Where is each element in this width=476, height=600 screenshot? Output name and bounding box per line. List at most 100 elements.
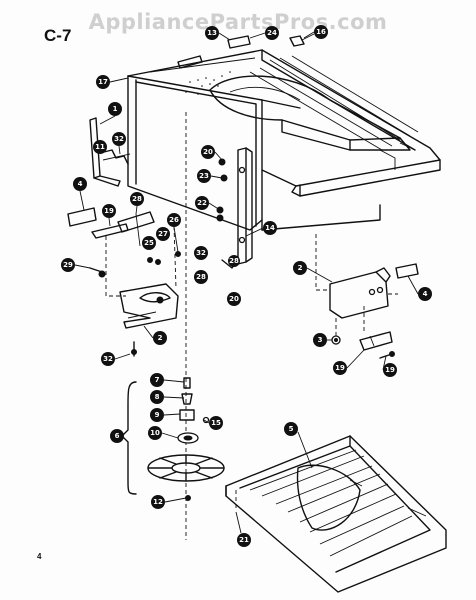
svg-text:6: 6 <box>115 432 120 440</box>
callout-20-upper[interactable]: 20 <box>201 145 215 159</box>
callout-19-left[interactable]: 19 <box>102 204 116 218</box>
callout-6[interactable]: 6 <box>110 429 124 443</box>
svg-text:7: 7 <box>155 376 160 384</box>
svg-text:32: 32 <box>103 355 113 363</box>
callout-4-left[interactable]: 4 <box>73 177 87 191</box>
callout-8[interactable]: 8 <box>150 390 164 404</box>
figure-label: C-7 <box>44 26 72 45</box>
callout-23[interactable]: 23 <box>197 169 211 183</box>
svg-text:24: 24 <box>267 29 277 37</box>
callout-2-right[interactable]: 2 <box>293 261 307 275</box>
svg-text:8: 8 <box>155 393 160 401</box>
svg-text:28: 28 <box>196 273 206 281</box>
callout-9[interactable]: 9 <box>150 408 164 422</box>
callout-19-right-b[interactable]: 19 <box>383 363 397 377</box>
callout-28-lower[interactable]: 28 <box>228 255 240 267</box>
part-32-screw-lower <box>131 341 137 357</box>
callout-3[interactable]: 3 <box>313 333 327 347</box>
svg-text:13: 13 <box>207 29 217 37</box>
part-4-plate-left <box>67 207 97 227</box>
svg-text:23: 23 <box>199 172 209 180</box>
svg-text:29: 29 <box>63 261 73 269</box>
svg-text:28: 28 <box>229 257 239 265</box>
part-2-plate-left <box>119 283 179 329</box>
callout-25[interactable]: 25 <box>142 236 156 250</box>
part-24-module <box>227 35 251 49</box>
svg-text:32: 32 <box>196 249 206 257</box>
svg-text:5: 5 <box>289 425 294 433</box>
svg-text:20: 20 <box>203 148 213 156</box>
callout-29[interactable]: 29 <box>61 258 75 272</box>
side-bracket-right <box>237 147 253 265</box>
part-19-clip-right <box>359 331 395 359</box>
svg-text:19: 19 <box>385 366 395 374</box>
callout-20-lower[interactable]: 20 <box>227 292 241 306</box>
svg-text:2: 2 <box>298 264 303 272</box>
callout-11[interactable]: 11 <box>93 140 107 154</box>
brace-item-6 <box>121 381 137 495</box>
callout-28-upper[interactable]: 28 <box>130 192 144 206</box>
page-number: 4 <box>37 552 42 561</box>
svg-text:19: 19 <box>335 364 345 372</box>
callout-32-upper[interactable]: 32 <box>112 132 126 146</box>
part-4-plate-right <box>395 263 419 279</box>
svg-text:27: 27 <box>158 230 168 238</box>
callout-26[interactable]: 26 <box>167 213 181 227</box>
svg-text:1: 1 <box>113 105 118 113</box>
svg-text:4: 4 <box>78 180 83 188</box>
callout-22[interactable]: 22 <box>195 196 209 210</box>
callout-28-mid[interactable]: 28 <box>194 270 208 284</box>
svg-text:4: 4 <box>423 290 428 298</box>
watermark: AppliancePartsPros.com <box>88 10 388 34</box>
callout-27[interactable]: 27 <box>156 227 170 241</box>
part-29-screw <box>89 267 106 278</box>
callout-1[interactable]: 1 <box>108 102 122 116</box>
svg-text:26: 26 <box>169 216 179 224</box>
svg-text:17: 17 <box>98 78 108 86</box>
callout-group: 13 24 16 17 1 32 11 4 19 20 23 22 28 26 … <box>61 25 432 547</box>
callout-12[interactable]: 12 <box>151 495 165 509</box>
callout-15[interactable]: 15 <box>209 416 223 430</box>
callout-5[interactable]: 5 <box>284 422 298 436</box>
callout-17[interactable]: 17 <box>96 75 110 89</box>
front-panel-frame <box>127 71 381 231</box>
svg-text:15: 15 <box>211 419 221 427</box>
callout-21[interactable]: 21 <box>237 533 251 547</box>
callout-13[interactable]: 13 <box>205 26 219 40</box>
svg-text:21: 21 <box>239 536 249 544</box>
part-28-bracket <box>117 211 181 265</box>
part-11-spring <box>102 149 131 165</box>
callout-19-right-a[interactable]: 19 <box>333 361 347 375</box>
fan-blade <box>147 454 225 482</box>
callout-24[interactable]: 24 <box>265 26 279 40</box>
svg-text:20: 20 <box>229 295 239 303</box>
callout-32-lower[interactable]: 32 <box>101 352 115 366</box>
part-13-module <box>177 55 203 69</box>
svg-text:28: 28 <box>132 195 142 203</box>
callout-14[interactable]: 14 <box>263 221 277 235</box>
callout-32-mid[interactable]: 32 <box>194 246 208 260</box>
callout-16[interactable]: 16 <box>314 25 328 39</box>
callout-10[interactable]: 10 <box>148 426 162 440</box>
part-screws-20-22-23 <box>216 158 237 269</box>
blower-scroll <box>209 75 411 151</box>
part-19-clip-left <box>91 223 129 239</box>
callout-2-left[interactable]: 2 <box>153 331 167 345</box>
svg-text:12: 12 <box>153 498 163 506</box>
callout-4-right[interactable]: 4 <box>418 287 432 301</box>
svg-text:16: 16 <box>316 28 326 36</box>
assembly-leader-lines <box>105 112 398 540</box>
part-2-plate-right <box>329 267 391 319</box>
svg-text:22: 22 <box>197 199 207 207</box>
part-16-connector <box>289 33 315 47</box>
part-1-strip <box>89 117 121 187</box>
part-3-washer <box>331 335 341 345</box>
cabinet-top-housing <box>127 49 441 197</box>
svg-text:9: 9 <box>155 411 160 419</box>
callout-7[interactable]: 7 <box>150 373 164 387</box>
svg-text:10: 10 <box>150 429 160 437</box>
svg-text:14: 14 <box>265 224 275 232</box>
svg-text:3: 3 <box>318 336 323 344</box>
